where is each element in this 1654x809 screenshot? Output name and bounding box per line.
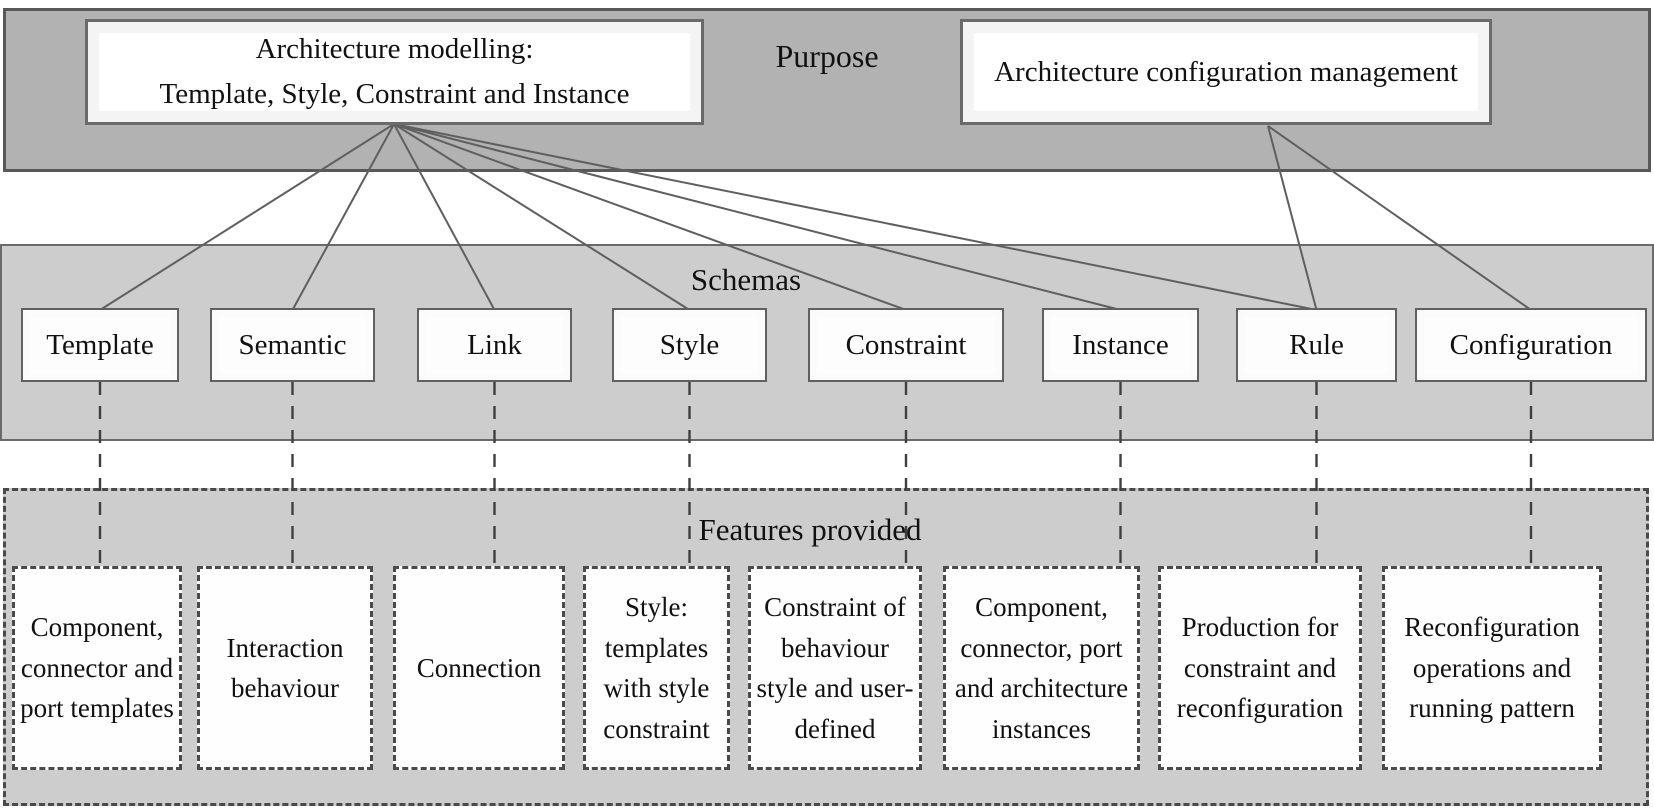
feature-box-label: Constraint of behaviour style and user-d… [756, 592, 914, 744]
feature-box-connection: Connection [393, 566, 565, 770]
feature-box-label: Component, connector and port templates [20, 612, 174, 724]
schema-box-template: Template [21, 308, 179, 382]
feature-box-label: Interaction behaviour [226, 632, 344, 704]
feature-box-label: Component, connector, port and architect… [954, 592, 1129, 744]
architecture-modelling-box: Architecture modelling: Template, Style,… [85, 19, 704, 125]
feature-box-label: Connection [416, 652, 542, 683]
architecture-modelling-line2: Template, Style, Constraint and Instance [159, 78, 630, 110]
schema-box-style: Style [612, 308, 767, 382]
feature-box-label: Production for constraint and reconfigur… [1176, 612, 1344, 724]
architecture-configuration-label: Architecture configuration management [994, 55, 1458, 88]
schema-box-rule: Rule [1236, 308, 1397, 382]
schema-box-constraint: Constraint [808, 308, 1004, 382]
schema-box-semantic: Semantic [210, 308, 375, 382]
schema-box-configuration: Configuration [1415, 308, 1647, 382]
architecture-modelling-line1: Architecture modelling: [255, 33, 534, 65]
feature-box-label: Style: templates with style constraint [603, 592, 710, 744]
feature-box-constraint-of-behaviour-style-and-user-d: Constraint of behaviour style and user-d… [748, 566, 922, 770]
feature-box-label: Reconfiguration operations and running p… [1404, 612, 1580, 724]
architecture-configuration-management-box: Architecture configuration management [960, 19, 1492, 125]
feature-box-interaction-behaviour: Interaction behaviour [197, 566, 373, 770]
features-band-label: Features provided [698, 512, 922, 547]
feature-box-reconfiguration-operations-and-running-p: Reconfiguration operations and running p… [1382, 566, 1602, 770]
feature-box-production-for-constraint-and-reconfigur: Production for constraint and reconfigur… [1158, 566, 1362, 770]
feature-box-component-connector-port-and-architectur: Component, connector, port and architect… [943, 566, 1140, 770]
schemas-band-label: Schemas [690, 262, 802, 297]
feature-box-component-connector-and-port-templates: Component, connector and port templates [12, 566, 182, 770]
schema-box-instance: Instance [1042, 308, 1199, 382]
feature-box-style-templates-with-style-constraint: Style: templates with style constraint [583, 566, 730, 770]
purpose-band-label: Purpose [775, 38, 879, 74]
schema-box-link: Link [417, 308, 572, 382]
